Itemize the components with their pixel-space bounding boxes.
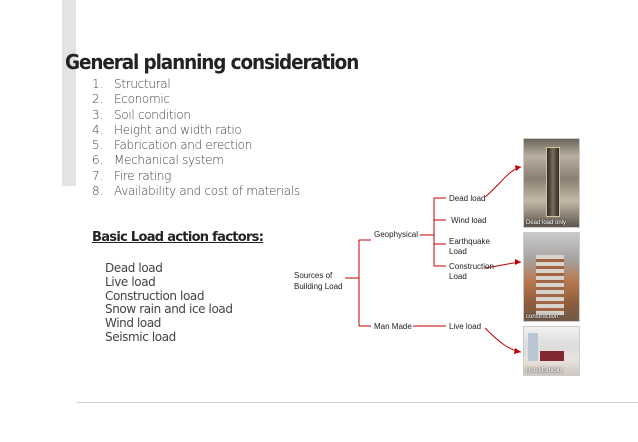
list-item: 7. Fire rating — [92, 169, 300, 184]
list-item: 2. Economic — [92, 92, 300, 107]
building-tower-graphic — [536, 255, 564, 315]
list-item: 3. Soil condition — [92, 108, 300, 123]
list-item-number: 3. — [92, 107, 103, 122]
footer-divider — [77, 402, 638, 403]
list-item: Seismic load — [105, 329, 176, 344]
wind-load-label: Wind load — [451, 216, 487, 225]
list-item-number: 4. — [92, 122, 103, 137]
list-item: Live load — [105, 274, 156, 289]
list-item-number: 1. — [92, 77, 103, 91]
list-item-text: Economic — [114, 92, 170, 107]
load-factors-heading: Basic Load action factors: — [92, 230, 264, 245]
planning-list: 1. Structural 2. Economic 3. Soil condition… — [92, 77, 300, 199]
arrowhead — [514, 348, 521, 354]
page-title: General planning consideration — [65, 50, 359, 74]
list-item: Dead load — [105, 261, 163, 275]
list-item-number: 6. — [92, 153, 103, 168]
geophysical-label: Geophysical — [374, 230, 418, 239]
diagram-connectors — [345, 166, 522, 353]
list-item-text: Fabrication and erection — [114, 138, 253, 153]
sources-label-line2: Building Load — [294, 282, 342, 291]
diagram-arrowheads — [514, 165, 521, 354]
list-item-number: 5. — [92, 138, 103, 153]
earthquake-label-line2: Load — [449, 247, 467, 256]
list-item: 1. Structural — [92, 77, 300, 92]
photo-caption: construction — [526, 314, 559, 320]
list-item: 6. Mechanical system — [92, 153, 300, 168]
elevator-shaft-graphic — [546, 147, 560, 217]
earthquake-label-line1: Earthquake — [449, 237, 490, 246]
man-made-label: Man Made — [374, 322, 412, 331]
sources-label-line1: Sources of — [294, 271, 333, 280]
photo-caption: Dead load only — [526, 220, 567, 226]
list-item-text: Fire rating — [114, 168, 172, 183]
list-item: 5. Fabrication and erection — [92, 138, 300, 153]
list-item: Wind load — [105, 316, 162, 331]
load-factors-list: Dead load Live load Construction load Sn… — [105, 261, 233, 345]
arrowhead — [515, 165, 521, 171]
list-item-text: Soil condition — [114, 107, 191, 122]
live-load-photo: Hotel/Exhibits — [523, 326, 580, 376]
list-item-text: Mechanical system — [114, 153, 224, 168]
list-item: Construction load — [105, 288, 205, 303]
list-item-text: Structural — [114, 77, 171, 91]
live-load-label: Live load — [449, 322, 481, 331]
window-graphic — [528, 333, 538, 361]
list-item-text: Availability and cost of materials — [114, 184, 300, 199]
list-item: 8. Availability and cost of materials — [92, 184, 300, 199]
arrowhead — [515, 259, 521, 265]
decorative-side-bar — [62, 0, 76, 186]
dead-load-photo: Dead load only — [523, 138, 580, 228]
construction-label-line1: Construction — [449, 262, 494, 271]
construction-photo: construction — [523, 232, 580, 322]
dead-load-label: Dead load — [449, 194, 485, 203]
list-item-text: Height and width ratio — [114, 122, 242, 137]
sofa-graphic — [540, 351, 564, 361]
dead-load-photo-curve — [484, 166, 522, 198]
list-item-number: 2. — [92, 92, 103, 107]
photo-caption: Hotel/Exhibits — [526, 368, 563, 374]
construction-label-line2: Load — [449, 272, 467, 281]
list-item-number: 7. — [92, 168, 103, 183]
list-item: Snow rain and ice load — [105, 302, 233, 317]
list-item: 4. Height and width ratio — [92, 123, 300, 138]
list-item-number: 8. — [92, 184, 103, 199]
